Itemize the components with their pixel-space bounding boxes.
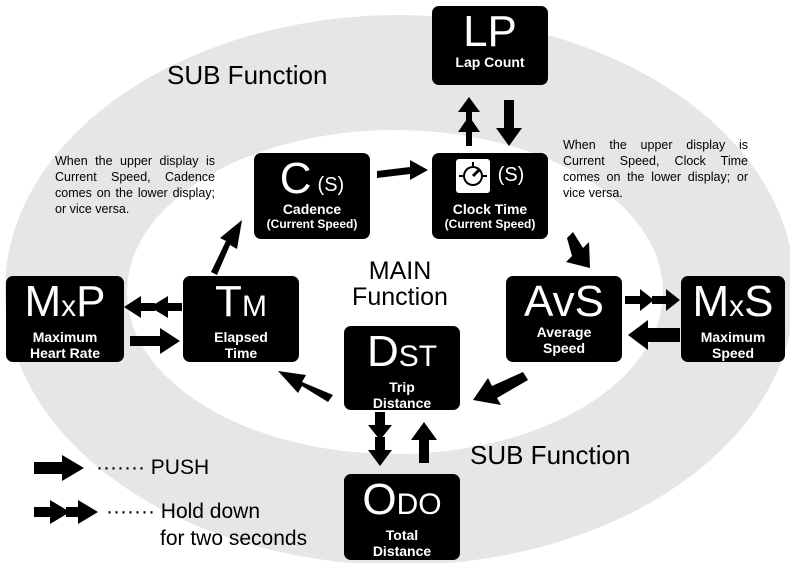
main-function-line2: Function bbox=[352, 283, 448, 311]
odometer-abbr-o: O bbox=[362, 475, 397, 524]
arrow-avs-to-dst bbox=[473, 372, 528, 405]
max-hr-abbr-m: M bbox=[24, 277, 62, 326]
mode-average-speed[interactable]: AvS Average Speed bbox=[506, 276, 622, 362]
arrow-dst-to-odo-b bbox=[368, 437, 392, 466]
mode-cadence[interactable]: C(S) Cadence (Current Speed) bbox=[254, 153, 370, 239]
max-hr-label2: Heart Rate bbox=[29, 345, 101, 361]
lap-abbr: LP bbox=[463, 7, 517, 56]
arrow-tm-to-mxp-a bbox=[150, 296, 182, 318]
arrow-avs-to-mxs-a bbox=[625, 289, 654, 311]
cadence-abbr: C(S) bbox=[280, 157, 344, 201]
clock-sublabel: (Current Speed) bbox=[444, 217, 536, 231]
arrow-clock-to-lap-double bbox=[458, 116, 480, 146]
sub-function-heading-top: SUB Function bbox=[167, 60, 328, 90]
mode-elapsed-time[interactable]: TM Elapsed Time bbox=[183, 276, 299, 362]
clock-abbr-suffix: (S) bbox=[497, 163, 525, 186]
clock-icon-graphic bbox=[458, 162, 487, 186]
arrow-tm-to-mxp-b bbox=[124, 296, 155, 318]
note-cadence: When the upper display is Current Speed,… bbox=[55, 154, 215, 216]
arrow-clock-to-avs bbox=[566, 232, 590, 268]
lap-label: Lap Count bbox=[455, 54, 525, 70]
mode-clock-time[interactable]: (S) Clock Time (Current Speed) bbox=[432, 153, 548, 239]
elapsed-abbr-t: T bbox=[215, 277, 242, 326]
clock-label: Clock Time bbox=[452, 201, 528, 217]
arrow-clock-to-lap-double-b bbox=[458, 97, 480, 120]
avg-speed-label2: Speed bbox=[542, 340, 585, 356]
odometer-label2: Distance bbox=[372, 543, 432, 559]
distance-abbr-st: ST bbox=[398, 340, 438, 373]
main-function-heading: MAIN Function bbox=[330, 258, 470, 310]
max-speed-abbr-m: M bbox=[692, 277, 730, 326]
arrow-avs-to-mxs-b bbox=[652, 289, 680, 311]
arrow-cadence-to-clock bbox=[377, 160, 428, 180]
avg-speed-abbr: AvS bbox=[524, 277, 604, 326]
distance-label2: Distance bbox=[372, 395, 432, 411]
cadence-abbr-suffix: (S) bbox=[317, 174, 345, 196]
arrow-tm-to-cadence bbox=[211, 220, 242, 275]
distance-abbr-d: D bbox=[366, 327, 399, 376]
legend-hold-arrow-b bbox=[66, 500, 98, 524]
arrow-dst-to-tm bbox=[278, 371, 333, 402]
arrow-odo-to-dst bbox=[411, 422, 437, 463]
cadence-label: Cadence bbox=[282, 201, 342, 217]
clock-icon bbox=[455, 159, 490, 193]
max-speed-abbr-s: S bbox=[744, 277, 774, 326]
cadence-abbr-letter: C bbox=[279, 154, 312, 203]
mode-total-distance[interactable]: ODO Total Distance bbox=[344, 474, 460, 560]
arrow-mxp-to-tm bbox=[130, 328, 180, 354]
max-speed-label1: Maximum bbox=[700, 329, 766, 345]
note-clock-time: When the upper display is Current Speed,… bbox=[563, 138, 748, 200]
legend-hold-text-1: ······· Hold down bbox=[106, 500, 261, 523]
cadence-sublabel: (Current Speed) bbox=[266, 217, 358, 231]
arrow-mxs-to-avs bbox=[628, 320, 680, 350]
main-function-line1: MAIN bbox=[368, 257, 432, 285]
mode-max-heart-rate[interactable]: MxP Maximum Heart Rate bbox=[6, 276, 124, 362]
arrow-dst-to-odo-a bbox=[368, 412, 392, 440]
max-hr-abbr: MxP bbox=[24, 280, 105, 329]
elapsed-label2: Time bbox=[224, 345, 258, 361]
legend-push-text: ······· PUSH bbox=[96, 456, 210, 479]
odometer-abbr-do: DO bbox=[396, 488, 442, 521]
mode-max-speed[interactable]: MxS Maximum Speed bbox=[681, 276, 785, 362]
max-speed-abbr: MxS bbox=[692, 280, 773, 329]
max-hr-abbr-x: x bbox=[61, 290, 77, 323]
odometer-label1: Total bbox=[385, 527, 419, 543]
odometer-abbr: ODO bbox=[362, 478, 441, 527]
flow-arrows bbox=[34, 97, 680, 524]
distance-label1: Trip bbox=[389, 379, 415, 395]
max-hr-label1: Maximum bbox=[32, 329, 98, 345]
sub-function-heading-bottom: SUB Function bbox=[470, 440, 631, 470]
max-hr-abbr-p: P bbox=[76, 277, 106, 326]
arrow-lap-to-clock bbox=[496, 100, 522, 146]
max-speed-label2: Speed bbox=[711, 345, 754, 361]
max-speed-abbr-x: x bbox=[729, 290, 745, 323]
avg-speed-label1: Average bbox=[536, 324, 592, 340]
elapsed-label1: Elapsed bbox=[214, 329, 268, 345]
elapsed-abbr: TM bbox=[215, 280, 267, 329]
elapsed-abbr-m: M bbox=[241, 290, 267, 323]
mode-trip-distance[interactable]: DST Trip Distance bbox=[344, 326, 460, 411]
distance-abbr: DST bbox=[367, 330, 437, 379]
legend-push-arrow bbox=[34, 455, 84, 481]
mode-lap-count[interactable]: LP Lap Count bbox=[432, 6, 548, 85]
clock-abbr: (S) bbox=[455, 157, 525, 193]
legend-hold-arrow-a bbox=[34, 500, 70, 524]
legend-hold-text-2: for two seconds bbox=[160, 527, 308, 550]
